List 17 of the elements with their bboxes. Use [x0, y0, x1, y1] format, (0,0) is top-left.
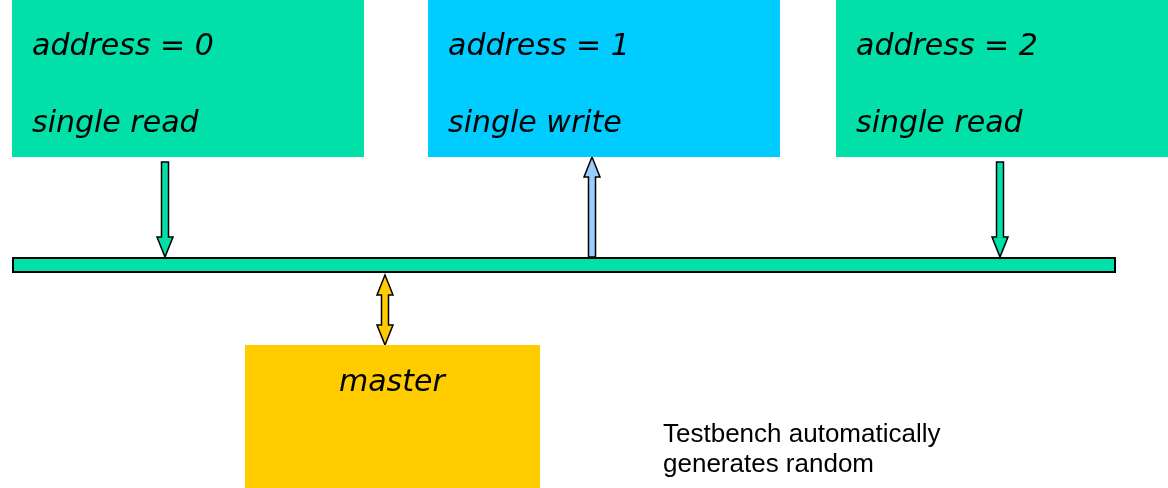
block-box — [836, 0, 1168, 157]
note-text: Testbench automatically generates random — [663, 418, 942, 478]
block-text: address = 2 — [856, 27, 1038, 62]
block-box — [12, 0, 364, 157]
block-text: single read — [856, 104, 1023, 139]
block-text: address = 1 — [448, 27, 630, 62]
bus-bar — [12, 257, 1116, 273]
block-text: single write — [448, 104, 622, 139]
block-arrow — [155, 161, 175, 259]
block-box — [245, 345, 540, 488]
block-text: master — [339, 363, 445, 398]
block-arrow — [582, 155, 602, 258]
block-text: single read — [32, 104, 199, 139]
block-text: address = 0 — [32, 27, 214, 62]
block-box — [428, 0, 780, 157]
block-arrow — [375, 273, 395, 347]
block-arrow — [990, 161, 1010, 259]
